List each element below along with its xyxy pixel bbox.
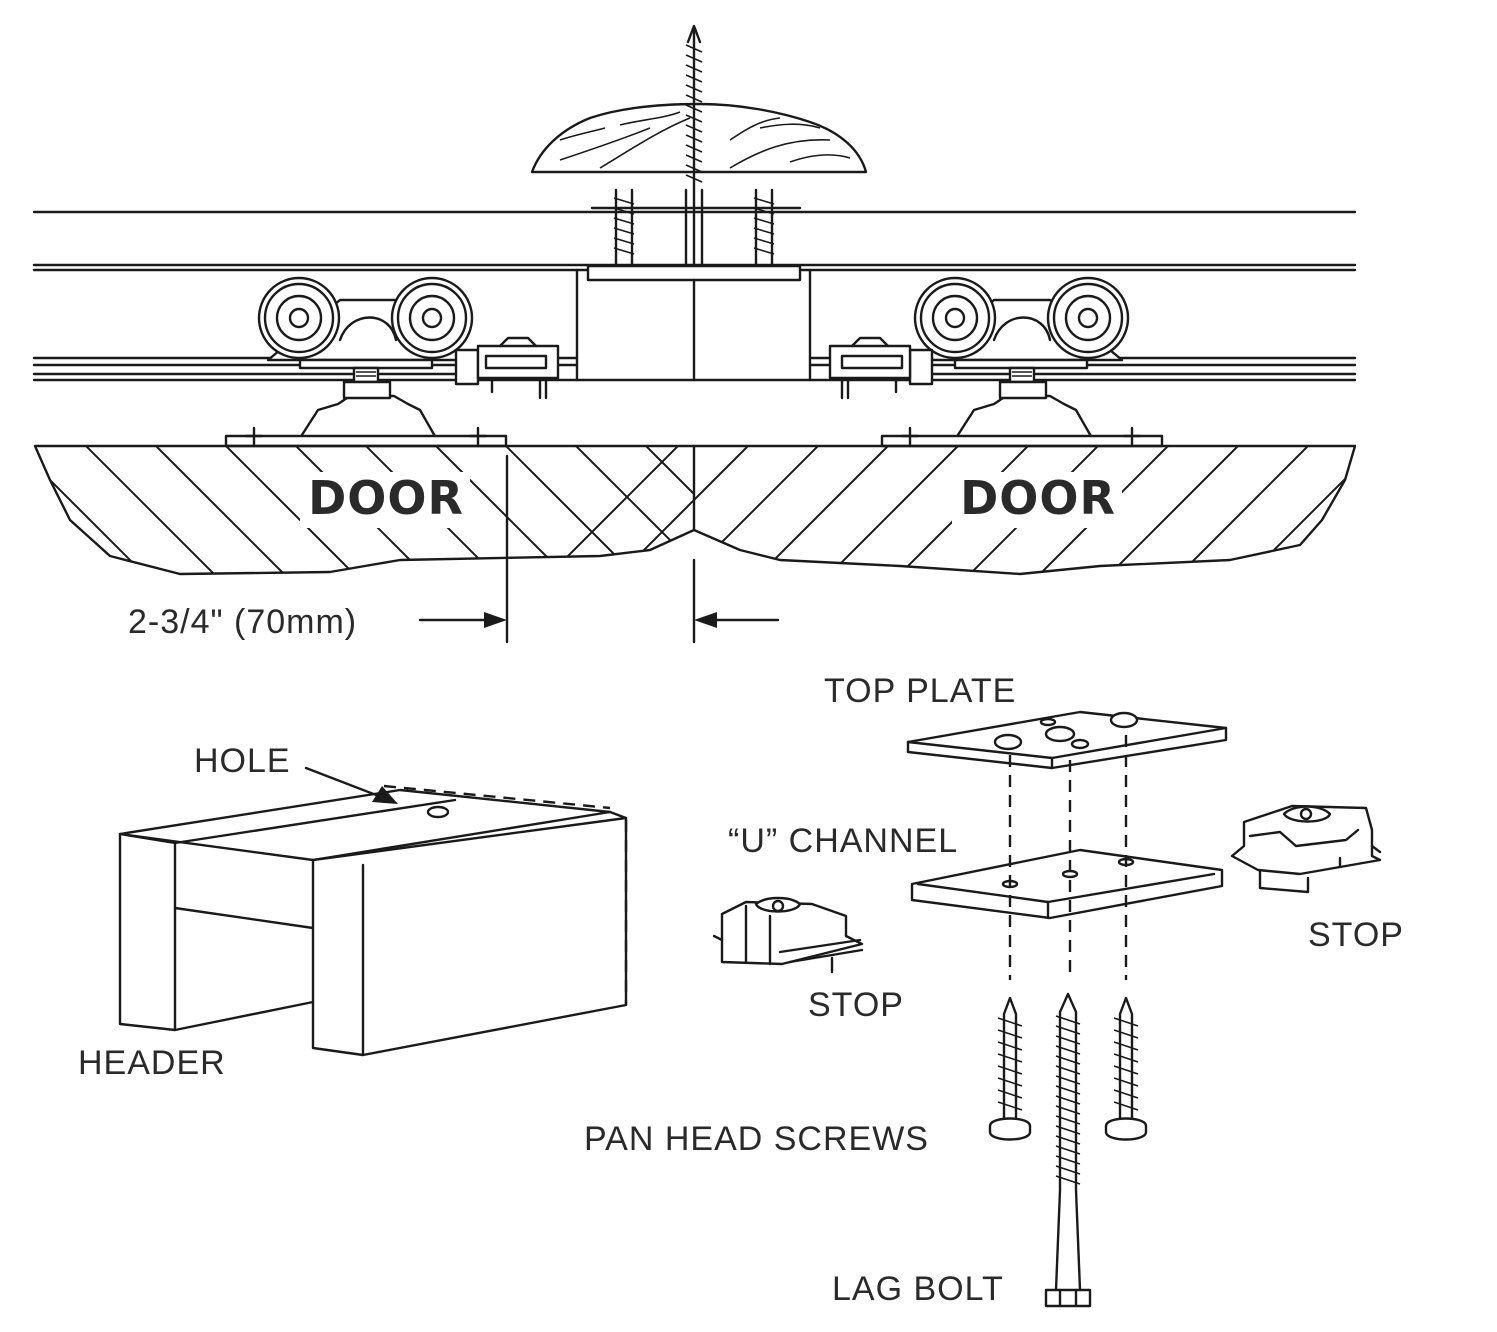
u-channel-label: “U” CHANNEL <box>728 822 958 860</box>
gap-dimension-label: 2-3/4" (70mm) <box>128 603 357 641</box>
door-hangers <box>224 380 1164 448</box>
lag-bolt <box>1044 992 1092 1308</box>
alignment-dashes <box>1008 735 1128 980</box>
door-left-label: DOOR <box>308 471 464 525</box>
trolley-right <box>913 276 1130 384</box>
header-label: HEADER <box>78 1044 226 1082</box>
pan-head-screws-label: PAN HEAD SCREWS <box>584 1120 929 1158</box>
hole-label: HOLE <box>194 742 291 780</box>
top-plate <box>906 710 1228 770</box>
pan-head-screws <box>988 996 1148 1141</box>
door-right-label: DOOR <box>960 471 1116 525</box>
stop-right <box>1230 804 1382 894</box>
header-block <box>118 766 628 1057</box>
stop-left-top <box>454 336 560 400</box>
gap-dimension-lines <box>418 454 780 644</box>
stop-left <box>712 896 864 974</box>
stop-right-label: STOP <box>1308 916 1404 954</box>
header-wood-block <box>530 102 868 174</box>
doors-section <box>33 444 1357 576</box>
trolley-left <box>257 276 474 384</box>
stop-right-top <box>828 336 934 400</box>
stop-left-label: STOP <box>808 986 904 1024</box>
top-plate-label: TOP PLATE <box>824 672 1016 710</box>
lag-bolt-top <box>684 24 704 278</box>
lag-bolt-label: LAG BOLT <box>832 1270 1004 1308</box>
u-channel <box>910 848 1224 920</box>
